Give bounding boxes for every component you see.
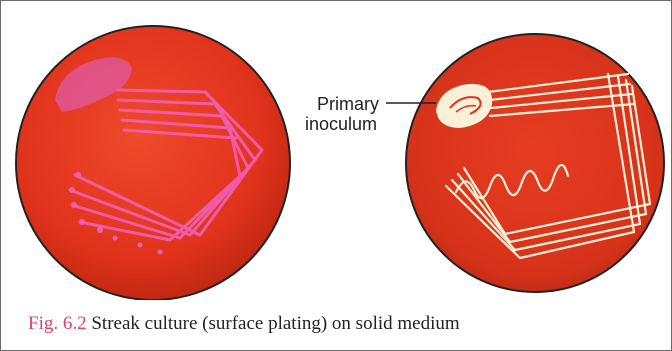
label-line-inoculum: inoculum xyxy=(305,114,379,134)
schematic-plate-right xyxy=(386,34,664,292)
primary-inoculum-label: Primary inoculum xyxy=(305,94,379,134)
caption-text: Streak culture (surface plating) on soli… xyxy=(87,313,460,334)
label-line-primary: Primary xyxy=(305,94,379,114)
figure-number: Fig. 6.2 xyxy=(28,313,87,334)
culture-plate-left xyxy=(16,26,290,300)
plate-illustrations xyxy=(0,0,672,300)
figure-caption: Fig. 6.2 Streak culture (surface plating… xyxy=(28,313,460,335)
